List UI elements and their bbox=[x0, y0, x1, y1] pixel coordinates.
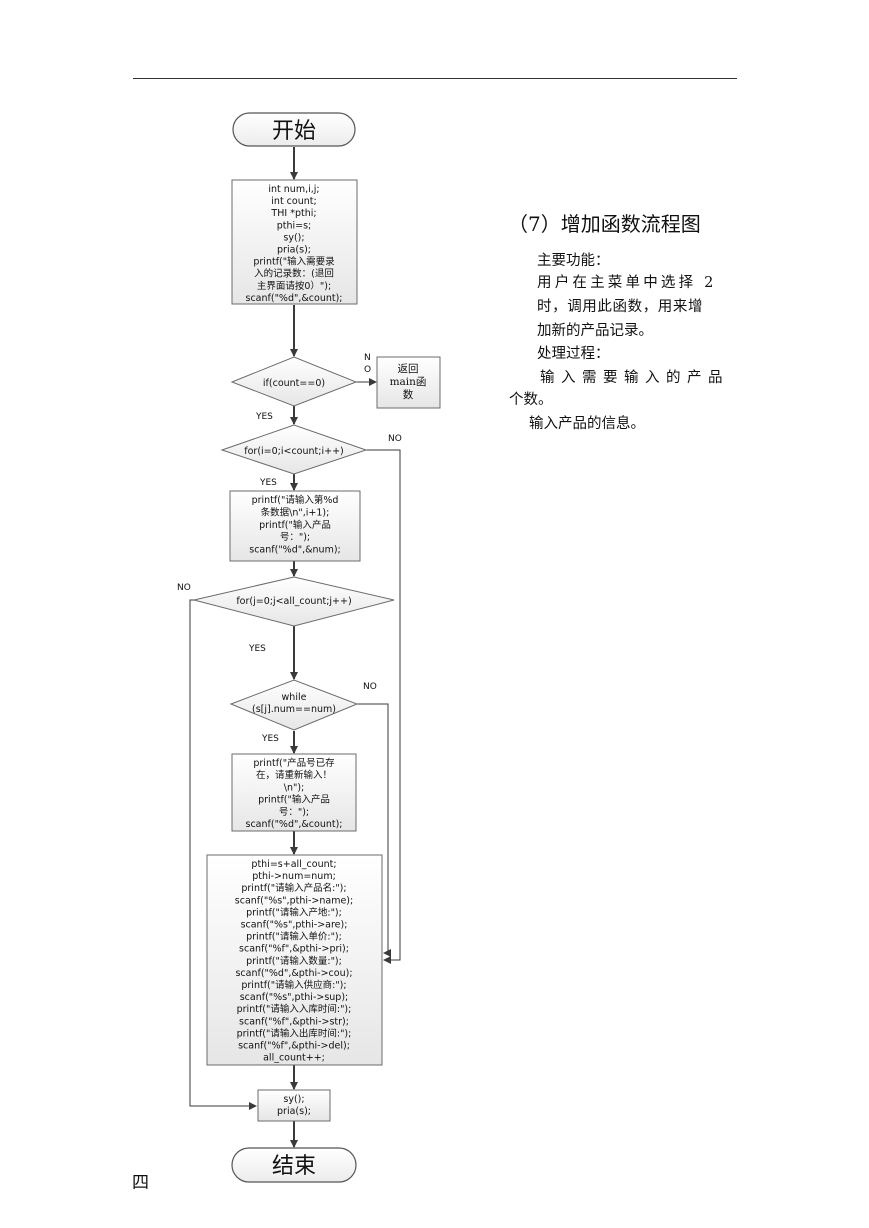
exists-line: 号："); bbox=[279, 807, 309, 818]
for-j-condition: for(j=0;j<all_count;j++) bbox=[236, 596, 351, 607]
label-no-while: NO bbox=[363, 682, 377, 692]
label-no-for-i: NO bbox=[388, 434, 402, 444]
para-process-line1: 输入需要输入的产品 bbox=[540, 370, 729, 386]
record-code: pthi=s+all_count;pthi->num=num;printf("请… bbox=[235, 859, 353, 1064]
record-line: printf("请输入供应商:"); bbox=[241, 979, 346, 991]
record-line: scanf("%f",&pthi->del); bbox=[238, 1041, 350, 1052]
para-process: 处理过程： bbox=[537, 346, 610, 362]
exists-box: printf("产品号已存在，请重新输入！\n");printf("输入产品号：… bbox=[231, 753, 357, 832]
record-line: pthi->num=num; bbox=[252, 871, 336, 882]
header-rule bbox=[133, 78, 737, 79]
final-line: sy(); bbox=[283, 1094, 304, 1105]
if-count-condition: if(count==0) bbox=[263, 378, 325, 389]
para-main-function: 主要功能： bbox=[537, 253, 610, 269]
while-condition-line2: (s[j].num==num) bbox=[252, 704, 336, 715]
input_product-line: printf("请输入第%d bbox=[252, 494, 339, 506]
init-line: pthi=s; bbox=[277, 220, 312, 231]
label-no-vertical-n: N bbox=[364, 353, 371, 363]
init-line: THI *pthi; bbox=[270, 208, 316, 219]
label-yes-if: YES bbox=[255, 412, 273, 422]
record-line: printf("请输入单价:"); bbox=[246, 931, 342, 943]
record-line: scanf("%f",&pthi->str); bbox=[239, 1016, 349, 1027]
init-line: sy(); bbox=[283, 232, 304, 243]
record-line: scanf("%f",&pthi->pri); bbox=[239, 944, 349, 955]
init-line: int count; bbox=[271, 196, 316, 207]
init-line: pria(s); bbox=[277, 245, 311, 256]
record-line: pthi=s+all_count; bbox=[251, 859, 336, 870]
exists-line: printf("产品号已存 bbox=[253, 757, 335, 769]
para-process-line2: 个数。 bbox=[509, 392, 553, 408]
label-no-for-j: NO bbox=[177, 583, 191, 593]
record-line: printf("请输入产地:"); bbox=[246, 906, 342, 918]
record-line: scanf("%s",pthi->sup); bbox=[240, 992, 349, 1003]
init-box: int num,i,j;int count;THI *pthi;pthi=s;s… bbox=[231, 179, 358, 305]
connectors bbox=[189, 147, 401, 1148]
arrow-for-i-no bbox=[366, 449, 401, 964]
start-label: 开始 bbox=[272, 119, 316, 144]
exists-line: scanf("%d",&count); bbox=[246, 819, 343, 830]
init-line: int num,i,j; bbox=[268, 184, 319, 195]
for-j-decision: for(j=0;j<all_count;j++) bbox=[193, 576, 395, 627]
end-terminal: 结束 bbox=[231, 1147, 357, 1183]
input_product-line: printf("输入产品 bbox=[259, 519, 331, 531]
exists-line: \n"); bbox=[284, 782, 305, 793]
exists-line: printf("输入产品 bbox=[258, 794, 330, 806]
record-line: all_count++; bbox=[263, 1053, 325, 1064]
return_main-line: 返回 bbox=[398, 363, 419, 375]
return_main-line: main函 bbox=[390, 376, 427, 388]
para-desc-line1: 用户在主菜单中选择 2 bbox=[537, 275, 717, 291]
for-i-decision: for(i=0;i<count;i++) bbox=[220, 424, 368, 475]
if-count-decision: if(count==0) bbox=[230, 356, 358, 407]
while-decision: while (s[j].num==num) bbox=[229, 679, 359, 731]
init-line: 主界面请按0）"); bbox=[257, 280, 331, 292]
para-desc-line3: 加新的产品记录。 bbox=[537, 323, 653, 339]
init-code: int num,i,j;int count;THI *pthi;pthi=s;s… bbox=[246, 184, 343, 304]
record-line: scanf("%s",pthi->name); bbox=[235, 895, 353, 906]
edge-labels: N O YES NO YES NO YES NO YES bbox=[177, 353, 402, 744]
arrow-for-j-no bbox=[189, 599, 257, 1110]
init-line: 入的记录数：(退回 bbox=[254, 268, 334, 280]
init-line: scanf("%d",&count); bbox=[246, 293, 343, 304]
return_main-line: 数 bbox=[403, 388, 414, 401]
final-code: sy();pria(s); bbox=[277, 1094, 311, 1117]
para-process-line3: 输入产品的信息。 bbox=[529, 416, 645, 432]
while-condition-line1: while bbox=[282, 692, 307, 703]
para-desc-line2: 时，调用此函数，用来增 bbox=[537, 299, 704, 315]
label-yes-for-j: YES bbox=[248, 644, 266, 654]
final-box: sy();pria(s); bbox=[257, 1089, 331, 1122]
input_product-line: scanf("%d",&num); bbox=[249, 545, 341, 556]
label-yes-while: YES bbox=[261, 734, 279, 744]
record-box: pthi=s+all_count;pthi->num=num;printf("请… bbox=[206, 854, 383, 1066]
section-title: （7）增加函数流程图 bbox=[508, 212, 701, 236]
end-label: 结束 bbox=[272, 1154, 316, 1179]
arrow-while-no bbox=[357, 703, 391, 957]
exists-line: 在，请重新输入！ bbox=[256, 769, 332, 781]
record-line: printf("请输入数量:"); bbox=[246, 955, 342, 967]
label-yes-for-i: YES bbox=[259, 478, 277, 488]
input_product-line: 条数据\n",i+1); bbox=[261, 506, 330, 518]
record-line: printf("请输入出库时间:"); bbox=[237, 1027, 352, 1039]
label-no-vertical-o: O bbox=[364, 365, 371, 375]
record-line: printf("请输入产品名:"); bbox=[241, 882, 346, 894]
for-i-condition: for(i=0;i<count;i++) bbox=[244, 446, 343, 457]
record-line: scanf("%d",&pthi->cou); bbox=[235, 968, 352, 979]
start-terminal: 开始 bbox=[232, 112, 356, 147]
page-footer: 四 bbox=[132, 1173, 149, 1193]
exists-code: printf("产品号已存在，请重新输入！\n");printf("输入产品号：… bbox=[246, 757, 343, 830]
final-line: pria(s); bbox=[277, 1106, 311, 1117]
record-line: scanf("%s",pthi->are); bbox=[241, 920, 348, 931]
init-line: printf("输入需要录 bbox=[253, 256, 335, 268]
record-line: printf("请输入入库时间:"); bbox=[237, 1003, 352, 1015]
input_product-line: 号："); bbox=[280, 532, 310, 543]
